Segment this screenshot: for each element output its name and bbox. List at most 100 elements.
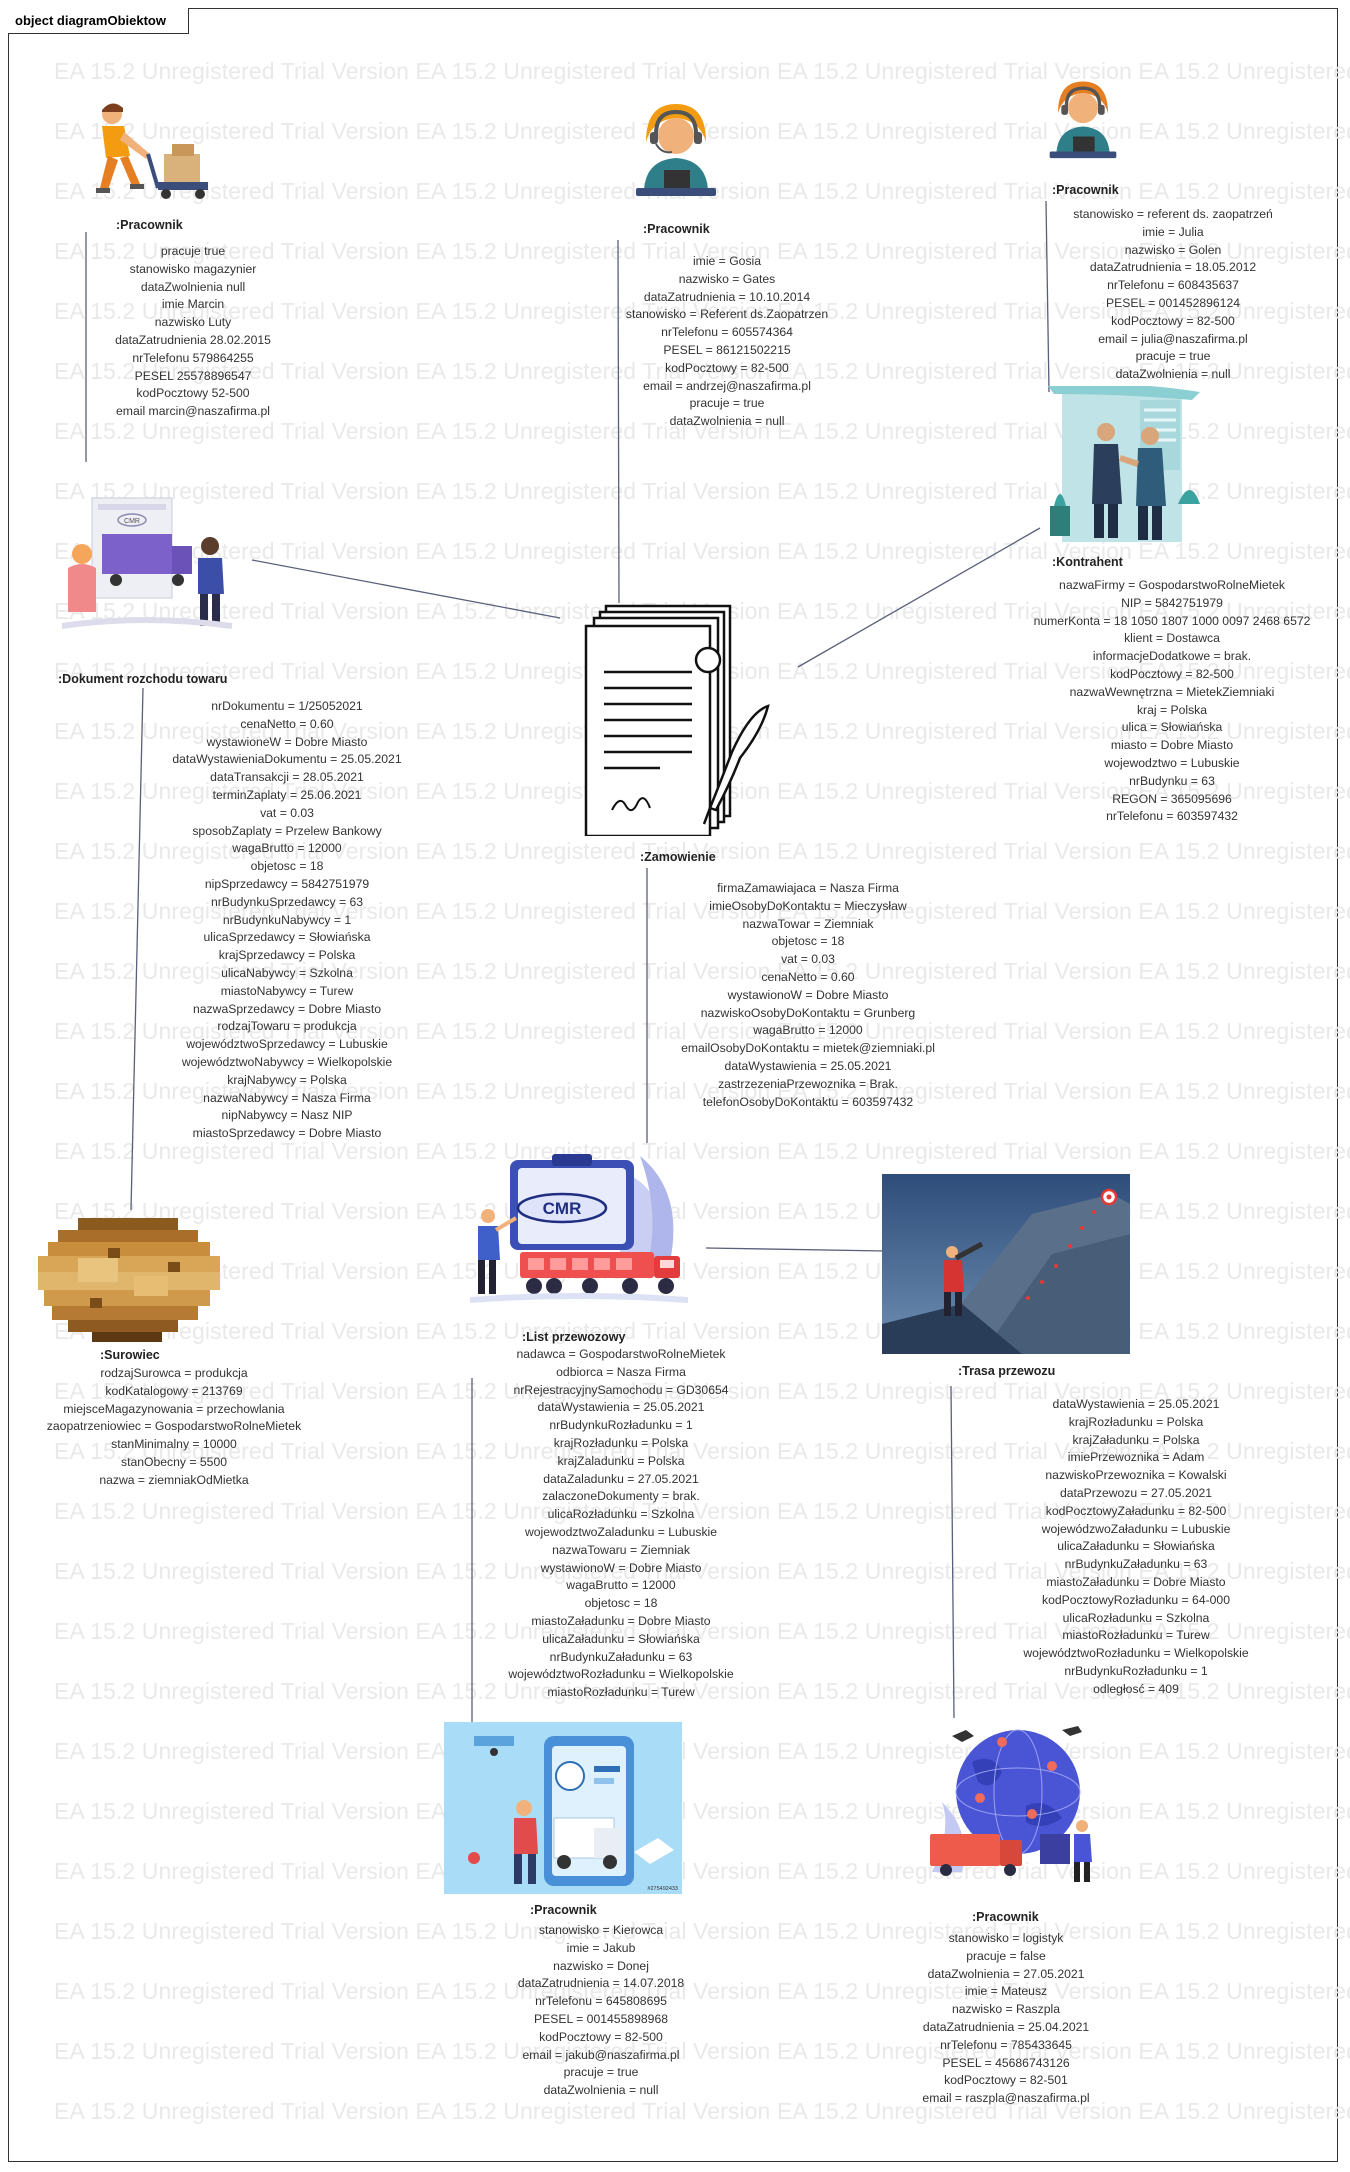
attribute-line: miastoRozładunku = Turew xyxy=(547,1685,695,1700)
attribute-line: PESEL = 45686743126 xyxy=(942,2055,1070,2070)
global-logistics-illustration xyxy=(930,1726,1092,1882)
attribute-line: miastoSprzedawcy = Dobre Miasto xyxy=(192,1126,382,1141)
attribute-line: ulicaSprzedawcy = Słowiańska xyxy=(203,930,371,945)
attribute-line: województwoRozładunku = Wielkopolskie xyxy=(1023,1646,1249,1661)
link-dokument-zamowienie xyxy=(251,559,561,619)
attribute-line: kodPocztowy = 82-501 xyxy=(944,2073,1068,2088)
attribute-line: nipNabywcy = Nasz NIP xyxy=(221,1108,353,1123)
attribute-line: zaopatrzeniowiec = GospodarstwoRolneMiet… xyxy=(46,1419,302,1434)
attribute-line: nrDokumentu = 1/25052021 xyxy=(211,699,363,713)
attribute-line: objetosc = 18 xyxy=(584,1596,658,1611)
attribute-line: imiePrzewoznika = Adam xyxy=(1067,1450,1205,1465)
attribute-line: dataZwolnienia = null xyxy=(1115,367,1231,382)
attribute-line: nrBudynkuRozładunku = 1 xyxy=(1064,1663,1208,1678)
attribute-line: ulicaRozładunku = Szkolna xyxy=(1062,1610,1210,1625)
attribute-line: odległosć = 409 xyxy=(1093,1681,1179,1696)
link-trasa-mateusz xyxy=(950,1385,955,1719)
attribute-line: imie Marcin xyxy=(161,297,225,312)
pracownik-mateusz-name: :Pracownik xyxy=(972,1910,1039,1924)
attribute-line: PESEL = 001452896124 xyxy=(1105,295,1241,310)
diagram-title: object diagramObiektow xyxy=(8,8,189,34)
attribute-line: nazwaNabywcy = Nasza Firma xyxy=(203,1090,371,1105)
attribute-line: email marcin@naszafirma.pl xyxy=(116,404,270,419)
attribute-line: REGON = 365095696 xyxy=(1112,791,1232,806)
kontrahent-name: :Kontrahent xyxy=(1052,555,1123,569)
attribute-line: nazwiskoOsobyDoKontaktu = Grunberg xyxy=(700,1005,916,1020)
route-mountain-illustration xyxy=(882,1174,1130,1354)
attribute-line: nrBudynkuSprzedawcy = 63 xyxy=(210,894,364,909)
attribute-line: nazwaWewnętrzna = MietekZiemniaki xyxy=(1069,684,1275,699)
attribute-line: firmaZamawiajaca = Nasza Firma xyxy=(717,881,899,895)
attribute-line: nazwaFirmy = GospodarstwoRolneMietek xyxy=(1059,578,1285,592)
attribute-line: krajNabywcy = Polska xyxy=(227,1072,347,1087)
cmr-badge-label: CMR xyxy=(543,1199,582,1218)
attribute-line: nrBudynkuRozładunku = 1 xyxy=(549,1418,693,1433)
logistics-app-illustration: #275492433 xyxy=(444,1722,682,1894)
attribute-line: wystawionoW = Dobre Miasto xyxy=(727,987,889,1002)
attribute-line: nrTelefonu = 608435637 xyxy=(1107,278,1239,293)
attribute-line: dataZatrudnienia 28.02.2015 xyxy=(115,332,271,347)
attribute-line: nazwiskoPrzewoznika = Kowalski xyxy=(1045,1468,1227,1483)
attribute-line: nazwa = ziemniakOdMietka xyxy=(99,1472,249,1487)
attribute-line: krajZaladunku = Polska xyxy=(557,1453,685,1468)
attribute-line: wagaBrutto = 12000 xyxy=(232,841,342,856)
attribute-line: wagaBrutto = 12000 xyxy=(753,1023,863,1038)
attribute-line: dataWystawienia = 25.05.2021 xyxy=(724,1058,892,1073)
potato-pixel-illustration xyxy=(38,1218,220,1342)
attribute-line: wystawionoW = Dobre Miasto xyxy=(540,1560,702,1575)
attribute-line: objetosc = 18 xyxy=(250,859,324,874)
attribute-line: dataTransakcji = 28.05.2021 xyxy=(210,770,364,785)
zamowienie-name: :Zamowienie xyxy=(640,850,716,864)
attribute-line: wojewodztwo = Lubuskie xyxy=(1104,755,1240,770)
attribute-line: miastoZaładunku = Dobre Miasto xyxy=(531,1613,711,1628)
attribute-line: imie = Julia xyxy=(1142,224,1204,239)
attribute-line: ulicaZaładunku = Słowiańska xyxy=(1057,1539,1215,1554)
attribute-line: wojewódzwoZaładunku = Lubuskie xyxy=(1041,1521,1231,1536)
attribute-line: dataZatrudnienia = 10.10.2014 xyxy=(643,289,811,304)
attribute-line: dataZwolnienia = 27.05.2021 xyxy=(927,1966,1085,1981)
attribute-line: miastoNabywcy = Turew xyxy=(220,983,354,998)
attribute-line: odbiorca = Nasza Firma xyxy=(556,1364,686,1379)
attribute-line: PESEL = 86121502215 xyxy=(663,342,791,357)
cmr-small-label: CMR xyxy=(124,518,140,525)
attribute-line: nrTelefonu = 603597432 xyxy=(1106,809,1238,824)
attribute-line: objetosc = 18 xyxy=(771,934,845,949)
attribute-line: nadawca = GospodarstwoRolneMietek xyxy=(516,1347,726,1361)
attribute-line: emailOsobyDoKontaktu = mietek@ziemniaki.… xyxy=(681,1041,935,1056)
attribute-line: ulicaZaładunku = Słowiańska xyxy=(542,1631,700,1646)
attribute-line: klient = Dostawca xyxy=(1124,631,1220,646)
attribute-line: cenaNetto = 0.60 xyxy=(761,969,855,984)
attribute-line: dataZatrudnienia = 14.07.2018 xyxy=(517,1976,685,1991)
attribute-line: email = andrzej@naszafirma.pl xyxy=(643,378,811,393)
attribute-line: nazwisko = Donej xyxy=(553,1958,649,1973)
attribute-line: wystawioneW = Dobre Miasto xyxy=(206,734,368,749)
pracownik-julia-attributes: stanowisko = referent ds. zaopatrzeń imie… xyxy=(1053,206,1293,384)
attribute-line: stanowisko magazynier xyxy=(129,261,257,276)
attribute-line: ulicaRozładunku = Szkolna xyxy=(547,1507,695,1522)
pracownik-gosia-name: :Pracownik xyxy=(643,222,710,236)
warehouse-worker-illustration xyxy=(96,103,208,199)
stock-image-id: #275492433 xyxy=(647,1886,678,1892)
link-gosia-zamowienie xyxy=(617,239,620,604)
attribute-line: rodzajSurowca = produkcja xyxy=(100,1366,248,1380)
attribute-line: kodKatalogowy = 213769 xyxy=(105,1383,243,1398)
attribute-line: nrTelefonu 579864255 xyxy=(132,350,254,365)
attribute-line: stanowisko = referent ds. zaopatrzeń xyxy=(1073,207,1273,221)
attribute-line: krajRozładunku = Polska xyxy=(553,1435,689,1450)
attribute-line: krajZaładunku = Polska xyxy=(1072,1432,1200,1447)
attribute-line: PESEL = 001455898968 xyxy=(533,2011,669,2026)
attribute-line: miejsceMagazynowania = przechowlania xyxy=(63,1401,285,1416)
list-name: :List przewozowy xyxy=(522,1330,626,1344)
link-dokument-surowiec xyxy=(130,687,144,1211)
attribute-line: miastoZaładunku = Dobre Miasto xyxy=(1046,1574,1226,1589)
attribute-line: rodzajTowaru = produkcja xyxy=(217,1019,357,1034)
attribute-line: nrBudynku = 63 xyxy=(1129,773,1215,788)
attribute-line: sposobZaplaty = Przelew Bankowy xyxy=(192,823,382,838)
attribute-line: pracuje true xyxy=(160,244,226,258)
attribute-line: miastoRozładunku = Turew xyxy=(1062,1628,1210,1643)
attribute-line: kodPocztowy = 82-500 xyxy=(539,2029,663,2044)
